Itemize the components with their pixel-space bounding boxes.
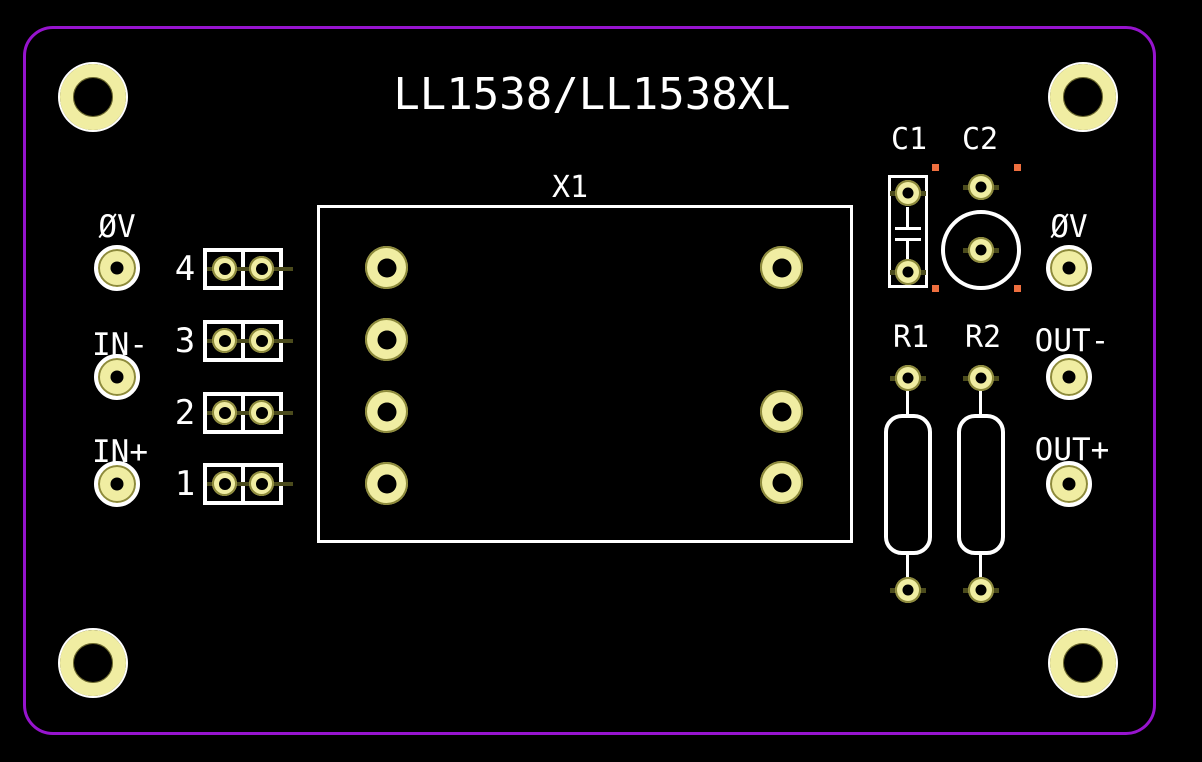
c1-pad-1[interactable] bbox=[895, 180, 921, 206]
x1-pad-right-1[interactable] bbox=[760, 246, 803, 289]
jumper-label-3: 3 bbox=[174, 321, 196, 361]
board-outline bbox=[23, 26, 1156, 735]
x1-pad-left-3[interactable] bbox=[365, 390, 408, 433]
c1-outline[interactable] bbox=[888, 175, 928, 288]
r1-pad-1[interactable] bbox=[895, 365, 921, 391]
c2-outline[interactable] bbox=[941, 210, 1021, 290]
mounting-hole-top-right[interactable] bbox=[1050, 64, 1116, 130]
c2-origin-mark-br bbox=[1014, 285, 1021, 292]
r1-lead-top bbox=[906, 391, 909, 415]
jumper-2-pad-a[interactable] bbox=[212, 400, 237, 425]
pad-out-plus[interactable] bbox=[1046, 461, 1092, 507]
r2-lead-bottom bbox=[979, 554, 982, 579]
board-title: LL1538/LL1538XL bbox=[393, 69, 791, 120]
jumper-label-1: 1 bbox=[174, 464, 196, 504]
c2-origin-mark-tl bbox=[932, 164, 939, 171]
c1-symbol-plate-top bbox=[895, 227, 921, 230]
r2-body[interactable] bbox=[957, 414, 1005, 555]
r2-pad-1[interactable] bbox=[968, 365, 994, 391]
c2-pad-2[interactable] bbox=[968, 237, 994, 263]
x1-pad-right-3[interactable] bbox=[760, 461, 803, 504]
mounting-hole-top-left[interactable] bbox=[60, 64, 126, 130]
x1-pad-left-2[interactable] bbox=[365, 318, 408, 361]
jumper-label-2: 2 bbox=[174, 393, 196, 433]
c2-origin-mark-tr bbox=[1014, 164, 1021, 171]
jumper-4-pad-b[interactable] bbox=[249, 256, 274, 281]
pad-in-minus[interactable] bbox=[94, 354, 140, 400]
pad-0v-right[interactable] bbox=[1046, 245, 1092, 291]
jumper-1-pad-b[interactable] bbox=[249, 471, 274, 496]
label-out-minus: OUT- bbox=[1034, 323, 1110, 359]
pad-0v-left[interactable] bbox=[94, 245, 140, 291]
c1-symbol-lead-bottom bbox=[906, 241, 909, 259]
c2-pad-1[interactable] bbox=[968, 174, 994, 200]
label-r2: R2 bbox=[964, 320, 1002, 355]
r1-lead-bottom bbox=[906, 554, 909, 579]
jumper-1-pad-a[interactable] bbox=[212, 471, 237, 496]
label-c1: C1 bbox=[890, 122, 928, 157]
label-x1: X1 bbox=[551, 170, 589, 205]
c1-symbol-plate-bottom bbox=[895, 238, 921, 241]
jumper-3-pad-a[interactable] bbox=[212, 328, 237, 353]
pad-out-minus[interactable] bbox=[1046, 354, 1092, 400]
x1-pad-left-1[interactable] bbox=[365, 246, 408, 289]
r2-lead-top bbox=[979, 391, 982, 415]
c1-symbol-lead-top bbox=[906, 207, 909, 227]
r1-body[interactable] bbox=[884, 414, 932, 555]
label-0v-right: ØV bbox=[1050, 209, 1088, 245]
jumper-3-pad-b[interactable] bbox=[249, 328, 274, 353]
r2-pad-2[interactable] bbox=[968, 577, 994, 603]
label-r1: R1 bbox=[892, 320, 930, 355]
jumper-2-pad-b[interactable] bbox=[249, 400, 274, 425]
c2-origin-mark-bl bbox=[932, 285, 939, 292]
mounting-hole-bottom-right[interactable] bbox=[1050, 630, 1116, 696]
r1-pad-2[interactable] bbox=[895, 577, 921, 603]
mounting-hole-bottom-left[interactable] bbox=[60, 630, 126, 696]
x1-pad-right-2[interactable] bbox=[760, 390, 803, 433]
jumper-4-pad-a[interactable] bbox=[212, 256, 237, 281]
x1-pad-left-4[interactable] bbox=[365, 462, 408, 505]
label-c2: C2 bbox=[961, 122, 999, 157]
x1-outline[interactable] bbox=[317, 205, 853, 543]
jumper-label-4: 4 bbox=[174, 249, 196, 289]
c1-pad-2[interactable] bbox=[895, 259, 921, 285]
label-0v-left: ØV bbox=[98, 209, 136, 245]
pad-in-plus[interactable] bbox=[94, 461, 140, 507]
